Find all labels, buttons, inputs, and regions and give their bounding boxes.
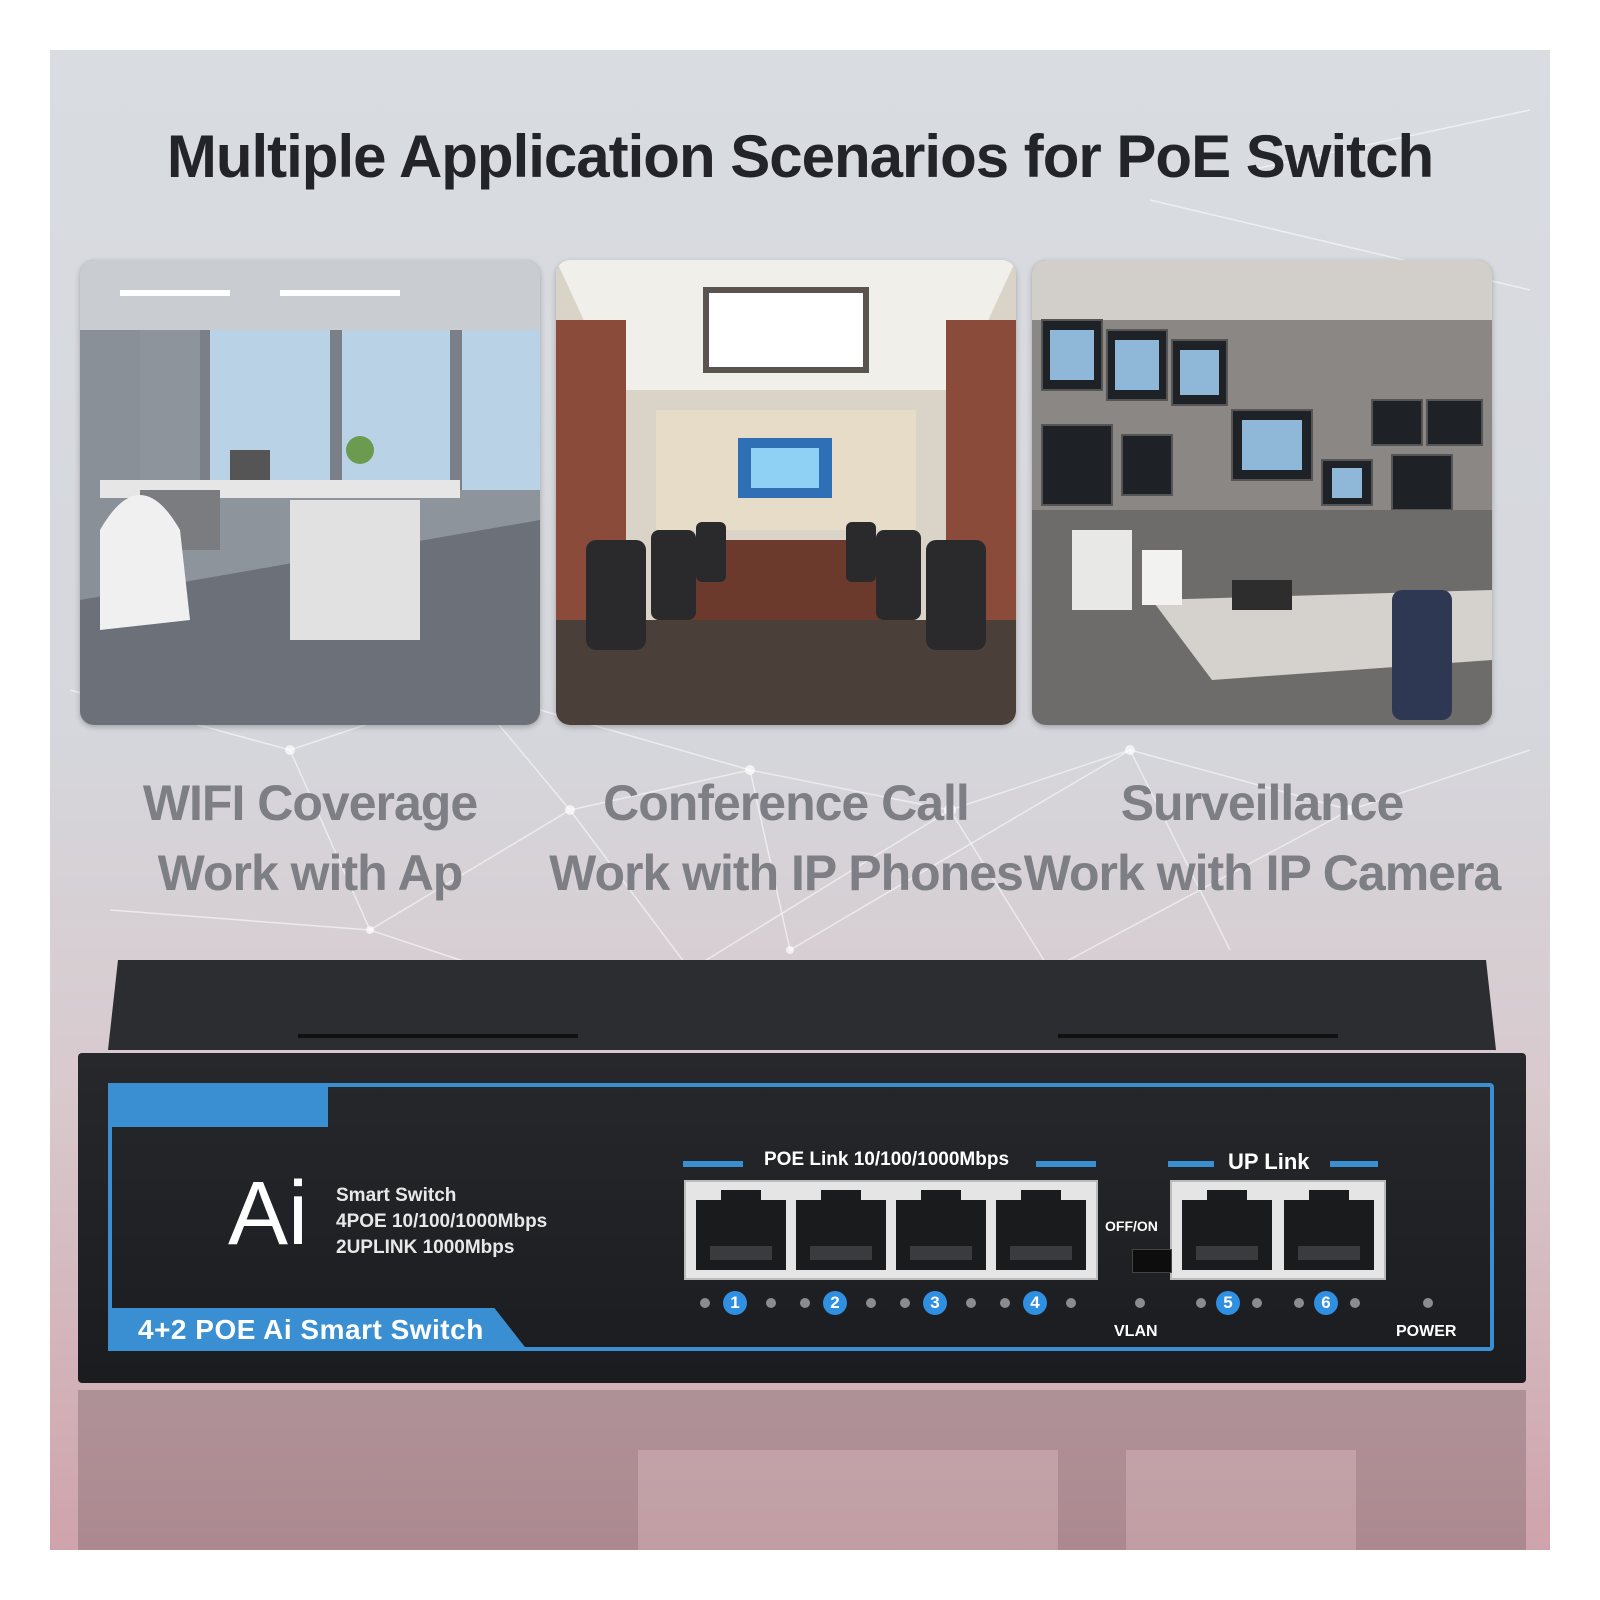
rj45-port-3[interactable] bbox=[896, 1190, 986, 1270]
section-dash bbox=[1036, 1161, 1096, 1167]
caption-line: Work with Ap bbox=[157, 845, 464, 901]
vlan-led-indicator bbox=[1135, 1298, 1145, 1308]
caption-wifi-coverage: WIFI Coverage Work with Ap bbox=[60, 768, 560, 908]
led-indicator bbox=[1294, 1298, 1304, 1308]
surveillance-room-photo bbox=[1032, 260, 1492, 725]
conference-room-photo bbox=[556, 260, 1016, 725]
caption-line: Conference Call bbox=[603, 775, 970, 831]
rj45-port-5[interactable] bbox=[1182, 1190, 1272, 1270]
caption-line: Surveillance bbox=[1120, 775, 1405, 831]
section-dash bbox=[1330, 1161, 1378, 1167]
page-title: Multiple Application Scenarios for PoE S… bbox=[166, 123, 1434, 190]
power-label: POWER bbox=[1396, 1323, 1457, 1340]
spec-line: 4POE 10/100/1000Mbps bbox=[336, 1211, 548, 1232]
rj45-port-1[interactable] bbox=[696, 1190, 786, 1270]
canvas: Multiple Application Scenarios for PoE S… bbox=[50, 50, 1550, 1550]
uplink-label: UP Link bbox=[1228, 1149, 1310, 1174]
section-dash bbox=[683, 1161, 743, 1167]
product-name-banner bbox=[108, 1308, 528, 1351]
led-indicator bbox=[1066, 1298, 1076, 1308]
led-indicator bbox=[1196, 1298, 1206, 1308]
switch-reflection bbox=[78, 1390, 1526, 1550]
office-photo bbox=[80, 260, 540, 725]
led-indicator bbox=[700, 1298, 710, 1308]
switch-panel-frame bbox=[108, 1083, 1494, 1351]
led-indicator bbox=[1000, 1298, 1010, 1308]
network-background-graphic bbox=[69, 109, 1531, 1011]
switch-top-panel bbox=[108, 960, 1496, 1050]
caption-surveillance: Surveillance Work with IP Camera bbox=[1012, 768, 1512, 908]
rj45-port-2[interactable] bbox=[796, 1190, 886, 1270]
led-indicator bbox=[1350, 1298, 1360, 1308]
port-number-badge: 4 bbox=[1023, 1291, 1047, 1315]
spec-text: Smart Switch 4POE 10/100/1000Mbps 2UPLIN… bbox=[336, 1183, 547, 1261]
ai-logo: Ai bbox=[228, 1164, 309, 1264]
led-indicator bbox=[1252, 1298, 1262, 1308]
poe-link-label: POE Link 10/100/1000Mbps bbox=[764, 1149, 1010, 1170]
caption-conference-call: Conference Call Work with IP Phones bbox=[536, 768, 1036, 908]
spec-line: Smart Switch bbox=[336, 1185, 457, 1206]
vlan-toggle-switch[interactable] bbox=[1132, 1249, 1172, 1273]
led-indicator bbox=[766, 1298, 776, 1308]
port-number-badge: 3 bbox=[923, 1291, 947, 1315]
caption-line: Work with IP Phones bbox=[549, 845, 1024, 901]
led-indicator bbox=[966, 1298, 976, 1308]
spec-line: 2UPLINK 1000Mbps bbox=[336, 1237, 515, 1258]
panel-accent-tab bbox=[108, 1083, 328, 1127]
vlan-toggle-label: OFF/ON bbox=[1105, 1218, 1158, 1234]
rj45-port-4[interactable] bbox=[996, 1190, 1086, 1270]
switch-front-panel: 4+2 POE Ai Smart Switch Ai Smart Switch … bbox=[78, 1053, 1526, 1383]
port-number-badge: 5 bbox=[1216, 1291, 1240, 1315]
caption-line: WIFI Coverage bbox=[142, 775, 478, 831]
section-dash bbox=[1168, 1161, 1214, 1167]
vlan-label: VLAN bbox=[1114, 1323, 1158, 1340]
led-indicator bbox=[800, 1298, 810, 1308]
caption-line: Work with IP Camera bbox=[1023, 845, 1502, 901]
port-number-badge: 1 bbox=[723, 1291, 747, 1315]
product-name-label: 4+2 POE Ai Smart Switch bbox=[138, 1314, 484, 1345]
port-number-badge: 2 bbox=[823, 1291, 847, 1315]
rj45-port-6[interactable] bbox=[1284, 1190, 1374, 1270]
port-number-badge: 6 bbox=[1314, 1291, 1338, 1315]
led-indicator bbox=[900, 1298, 910, 1308]
power-led-indicator bbox=[1423, 1298, 1433, 1308]
led-indicator bbox=[866, 1298, 876, 1308]
